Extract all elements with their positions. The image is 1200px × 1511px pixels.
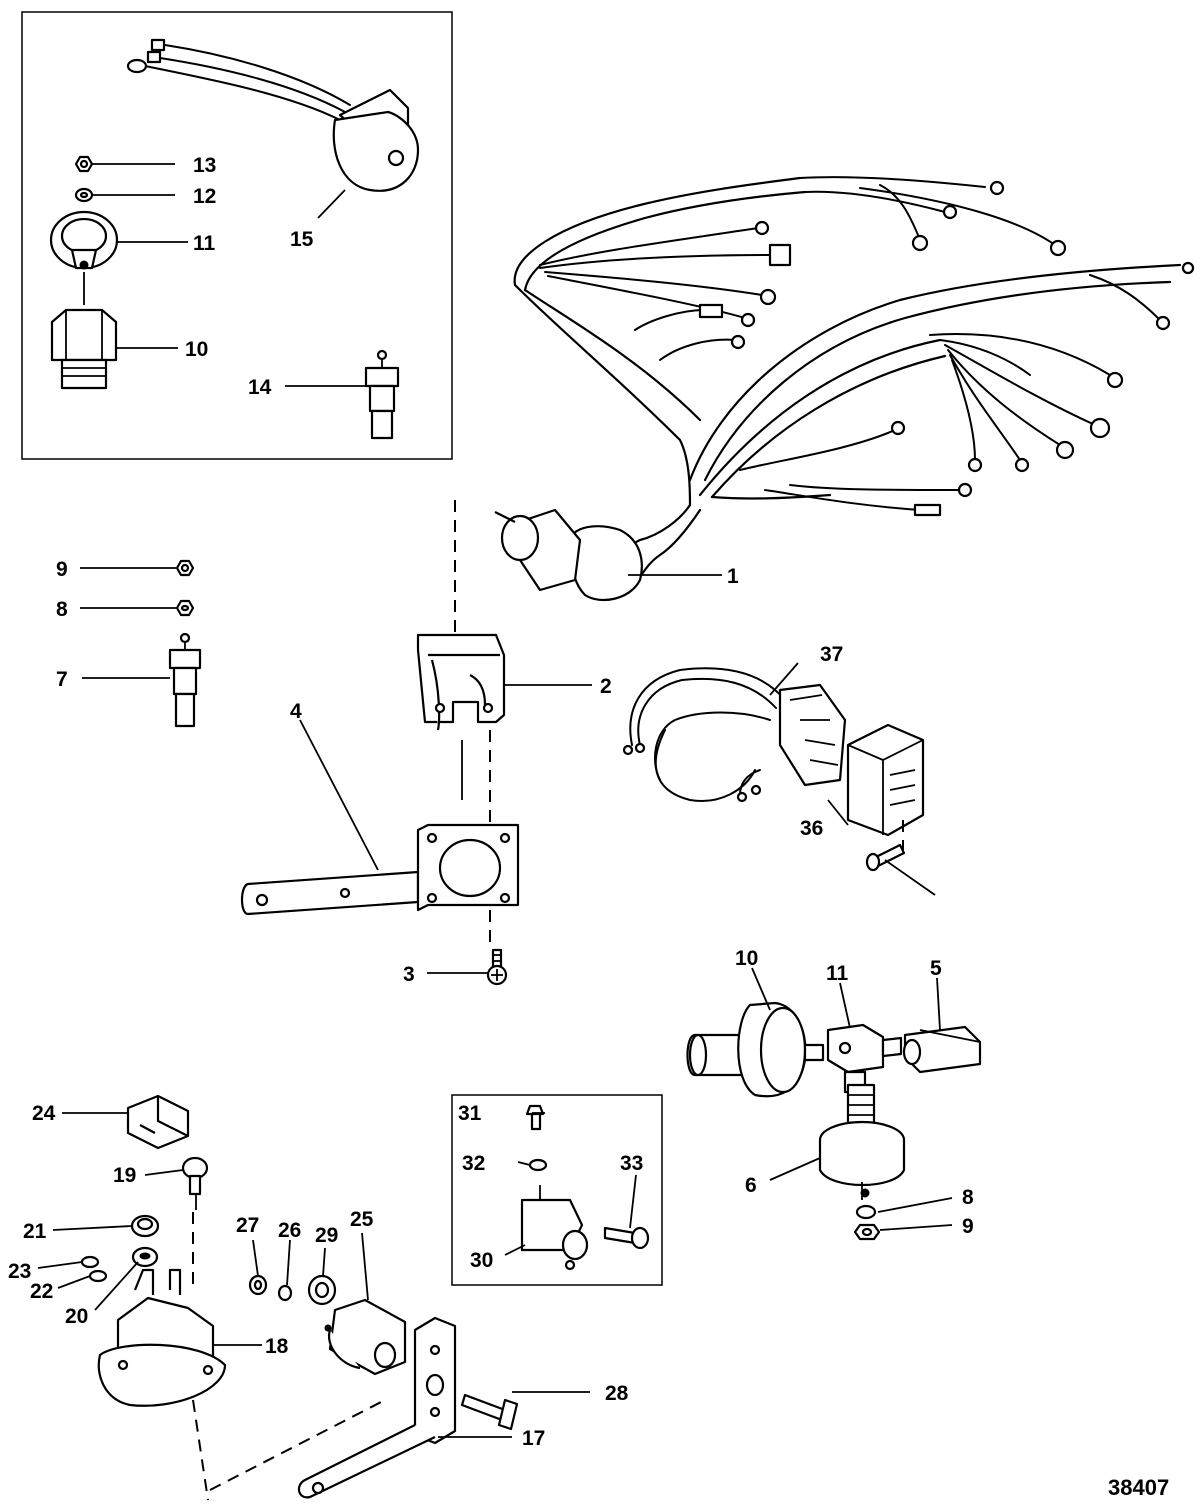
part-callout: 7 — [56, 668, 68, 691]
screw-part-37 — [865, 843, 906, 872]
part-callout: 6 — [745, 1174, 757, 1197]
part-callout: 37 — [820, 643, 843, 666]
part-callout: 26 — [278, 1219, 301, 1242]
sensor-with-leads-part — [126, 38, 420, 192]
part-callout: 1 — [727, 565, 739, 588]
assembly-guide-line — [209, 1399, 386, 1491]
part-callout: 14 — [248, 376, 272, 399]
leader-lines — [37, 163, 953, 1438]
part-callout: 32 — [462, 1152, 485, 1175]
part-callout: 29 — [315, 1224, 338, 1247]
part-callout: 20 — [65, 1305, 88, 1328]
part-callout: 9 — [56, 558, 68, 581]
bolt-part-20 — [181, 1156, 209, 1196]
pressure-sender-part-6 — [818, 1083, 906, 1200]
part-callout: 27 — [236, 1214, 259, 1237]
part-callout: 10 — [735, 947, 758, 970]
inset-box-sensors — [21, 11, 453, 460]
part-callout: 11 — [826, 962, 849, 985]
screw-part-34 — [603, 1226, 650, 1250]
nut-part-15 — [74, 155, 94, 173]
part-callout: 18 — [265, 1335, 289, 1358]
part-callout: 8 — [962, 1186, 974, 1209]
part-callout: 21 — [23, 1220, 47, 1243]
nut-part-28 — [248, 1274, 268, 1296]
part-callout: 12 — [193, 185, 216, 208]
part-callout: 24 — [32, 1102, 56, 1125]
part-callout: 10 — [185, 338, 208, 361]
part-callout: 4 — [290, 700, 302, 723]
washer-part-24 — [80, 1255, 100, 1269]
part-callout: 25 — [350, 1208, 374, 1231]
part-callout: 36 — [800, 817, 823, 840]
part-callout: 15 — [290, 228, 314, 251]
washer-part-21 — [131, 1246, 159, 1268]
washer-part-33 — [528, 1158, 548, 1172]
assembly-guide-line — [192, 1399, 209, 1501]
washer-part-23 — [88, 1269, 108, 1283]
part-callout: 3 — [403, 963, 415, 986]
nut-part-22 — [130, 1214, 160, 1238]
washer-part-14 — [74, 187, 94, 203]
inset-box-switch — [451, 1094, 663, 1286]
adapter-fitting-part-12 — [50, 308, 118, 390]
part-callout: 11 — [193, 232, 216, 255]
washer-part-8-upper — [175, 599, 195, 617]
connector-cover-part-2 — [416, 633, 506, 731]
part-callout: 28 — [605, 1382, 629, 1405]
mounting-bracket-part-18 — [297, 1316, 457, 1499]
regulator-harness-part-36 — [622, 667, 847, 803]
temperature-switch-part-7 — [168, 632, 202, 728]
callout-labels: 13 12 11 10 14 15 1 2 37 36 4 3 9 8 7 10… — [8, 154, 974, 1450]
nut-part-30 — [307, 1274, 337, 1306]
figure-number: 38407 — [1108, 1475, 1169, 1500]
part-callout: 30 — [470, 1249, 493, 1272]
adapter-fitting-part-5 — [902, 1025, 982, 1074]
part-callout: 22 — [30, 1280, 53, 1303]
temperature-sender-part-16 — [364, 349, 400, 440]
part-callout: 33 — [620, 1152, 643, 1175]
washer-part-8-lower — [855, 1204, 877, 1220]
terminal-boot-part-25 — [126, 1094, 190, 1150]
switch-part-31 — [520, 1185, 589, 1271]
screw-part-3 — [486, 948, 508, 986]
voltage-regulator-part-35 — [846, 723, 925, 837]
part-callout: 5 — [930, 957, 942, 980]
washer-part-27 — [277, 1284, 293, 1302]
part-callout: 23 — [8, 1260, 31, 1283]
part-callout: 19 — [113, 1164, 136, 1187]
nut-part-9-upper — [175, 559, 195, 577]
part-callout: 17 — [522, 1427, 545, 1450]
part-callout: 13 — [193, 154, 216, 177]
part-callout: 8 — [56, 598, 68, 621]
pressure-switch-part-10 — [686, 1001, 825, 1098]
bolt-part-29 — [460, 1393, 519, 1431]
starter-solenoid-part-19 — [97, 1268, 227, 1407]
tee-fitting-part-11 — [826, 1023, 903, 1094]
relay-part-26 — [324, 1298, 407, 1376]
pressure-sender-part-13 — [49, 210, 119, 270]
part-callout: 2 — [600, 675, 612, 698]
part-callout: 31 — [458, 1102, 482, 1125]
mounting-bracket-part-4 — [240, 823, 520, 916]
part-callout: 9 — [962, 1215, 974, 1238]
wiring-harness-part — [494, 176, 1195, 602]
screw-part-32 — [525, 1104, 545, 1131]
nut-part-9-lower — [853, 1223, 881, 1241]
